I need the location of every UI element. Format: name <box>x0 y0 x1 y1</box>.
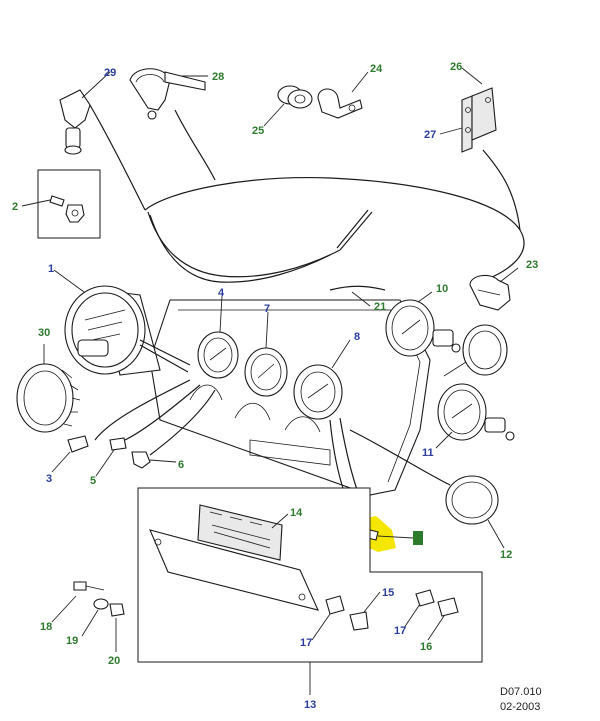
speedometer-cable <box>89 104 525 291</box>
clip-part <box>59 89 91 155</box>
diagram-reference: D07.010 <box>500 686 542 698</box>
callout-11: 11 <box>422 447 434 459</box>
bulb-holder-17a <box>325 595 345 615</box>
callout-28: 25 <box>252 125 264 137</box>
bezel-ring-small <box>462 324 508 376</box>
callout-10: 10 <box>436 283 448 295</box>
grommet-part <box>277 85 313 109</box>
callout-12: 12 <box>500 549 512 561</box>
blanking-cover-part <box>445 475 499 525</box>
callout-4: 4 <box>218 287 225 299</box>
gauge-7 <box>244 347 288 397</box>
bulb-inset-box <box>37 169 101 239</box>
callout-23: 29 <box>104 67 116 79</box>
p-clip-bracket-part <box>317 88 363 119</box>
callout-21: 21 <box>374 301 386 313</box>
callout-7: 7 <box>264 303 270 315</box>
mounting-bracket-part <box>461 87 497 153</box>
bulb-15 <box>349 611 369 631</box>
callout-19: 19 <box>66 635 78 647</box>
callout-27: 24 <box>370 63 383 75</box>
speedometer-part <box>64 285 191 376</box>
callout-15: 15 <box>382 587 394 599</box>
callout-16: 16 <box>420 641 432 653</box>
callout-14: 14 <box>290 507 303 519</box>
gauge-10 <box>385 299 461 357</box>
spring-clip-part <box>469 274 511 311</box>
bulb-holder-17b <box>415 589 435 607</box>
callout-25: 26 <box>450 61 462 73</box>
gauge-8 <box>293 364 343 420</box>
callout-22: 28 <box>212 71 224 83</box>
diagram-date: 02-2003 <box>500 701 541 713</box>
callout-3: 3 <box>46 473 52 485</box>
bezel-ring-large <box>16 363 81 433</box>
callout-20: 20 <box>108 655 120 667</box>
callout-24: 23 <box>526 259 538 271</box>
cable-tie-part <box>129 68 206 120</box>
washer-19 <box>93 598 109 610</box>
bulb-holder-5 <box>109 437 127 451</box>
bulb-6 <box>131 451 151 469</box>
callout-numbers: 29 28 24 25 26 27 2 1 4 7 8 10 23 21 30 … <box>12 61 538 711</box>
callout-29: 30 <box>38 327 50 339</box>
callout-8: 8 <box>354 331 360 343</box>
callout-6: 6 <box>178 459 184 471</box>
gauge-4 <box>197 331 239 379</box>
nut-20 <box>109 603 125 617</box>
callout-18: 18 <box>40 621 52 633</box>
screw-18 <box>73 581 105 591</box>
callout-26: 27 <box>424 129 436 141</box>
callout-5: 5 <box>90 475 96 487</box>
callout-1: 1 <box>48 263 54 275</box>
bulb-holder-3 <box>67 435 89 453</box>
callout-17b: 17 <box>394 625 406 637</box>
callout-2: 2 <box>12 201 18 213</box>
leader-lines <box>21 67 519 695</box>
callout-17a: 17 <box>300 637 312 649</box>
bulb-16 <box>437 597 459 617</box>
printed-circuit-inset <box>137 487 483 663</box>
gauge-11 <box>437 383 515 441</box>
callout-13: 13 <box>304 699 316 711</box>
